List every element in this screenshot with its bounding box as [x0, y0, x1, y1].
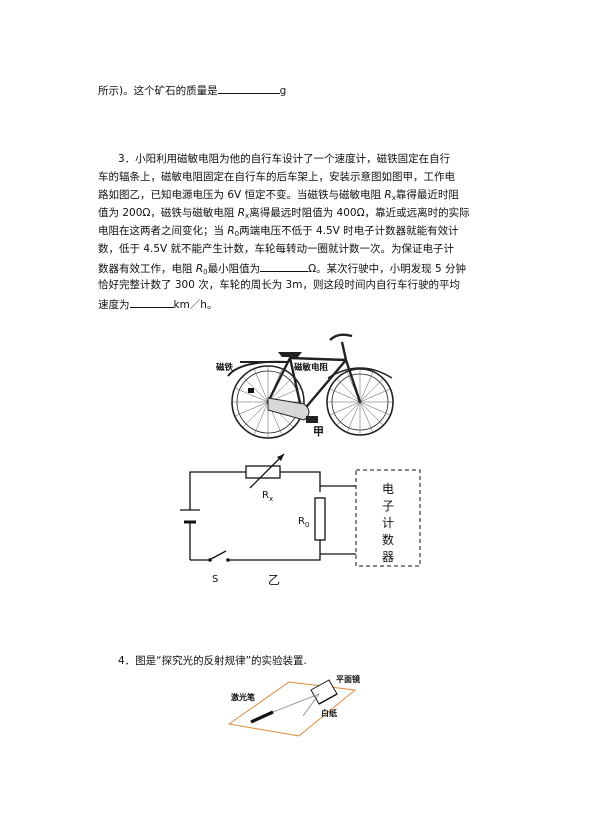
rx-resistor [245, 465, 281, 479]
q3-line-4-tail: 离得最远时阻值为 400Ω，靠近或远离时的实际 [249, 207, 470, 219]
q3-line-6: 数，低于 4.5V 就不能产生计数，车轮每转动一圈就计数一次。为保证电子计 [98, 243, 455, 255]
q3-line-7-tail: Ω。某次行驶中，小明发现 5 分钟 [308, 263, 466, 275]
q3-line-5-tail: 两端电压不低于 4.5V 时电子计数器就能有效计 [239, 225, 459, 237]
label-r0: R [298, 516, 305, 527]
q3-line-1: 3．小阳利用磁敏电阻为他的自行车设计了一个速度计，磁铁固定在自行 [118, 153, 451, 165]
q3-line-7-text: 数器有效工作，电阻 [98, 263, 196, 275]
prev-text: 所示)。这个矿石的质量是 [98, 85, 218, 97]
q3-line-4-text: 值为 200Ω，磁铁与磁敏电阻 [98, 207, 238, 219]
q3-line-7: 数器有效工作，电阻 R0最小阻值为 Ω。某次行驶中，小明发现 5 分钟 [98, 260, 466, 279]
prev-question-tail: 所示)。这个矿石的质量是 g [98, 82, 286, 98]
q3-line-7-mid: 最小阻值为 [207, 263, 261, 275]
q3-line-8: 恰好完整计数了 300 次，车轮的周长为 3m，则这段时间内自行车行驶的平均 [98, 279, 460, 291]
seat [278, 352, 302, 357]
magnet-block [248, 388, 254, 393]
reflected-ray [302, 693, 320, 717]
switch-node [208, 558, 212, 562]
answer-blank-resistance[interactable] [260, 260, 309, 272]
var-r0: R [195, 263, 204, 275]
q3-line-9: 速度为 km／h。 [98, 296, 217, 312]
r0-resistor [314, 497, 326, 541]
reflection-apparatus-figure: 激光笔 平面镜 白纸 [227, 674, 360, 737]
label-magnet: 磁铁 [216, 362, 234, 373]
variable-arrow [277, 454, 284, 461]
var-rx-sub: x [245, 212, 250, 220]
q3-line-4: 值为 200Ω，磁铁与磁敏电阻 Rx离得最远时阻值为 400Ω，靠近或远离时的实… [98, 206, 470, 223]
q3-line-5: 电阻在这两者之间变化；当 R0两端电压不低于 4.5V 时电子计数器就能有效计 [98, 224, 459, 241]
q3-line-3-tail: 靠得最近时阻 [395, 189, 459, 201]
var-r0-sub: 0 [234, 230, 240, 238]
chain-guard [267, 397, 310, 421]
q4-text: 4．图是“探究光的反射规律”的实验装置. [118, 655, 307, 667]
label-magneto-resistor: 磁敏电阻 [294, 362, 329, 373]
switch-blade [210, 550, 227, 560]
answer-blank[interactable] [217, 82, 280, 94]
label-plane-mirror: 平面镜 [336, 674, 360, 684]
q3-line-3-text: 路如图乙，已知电源电压为 6V 恒定不变。当磁铁与磁敏电阻 [98, 189, 385, 201]
var-rx: R [237, 207, 246, 219]
q3-line-9-text: 速度为 [98, 299, 130, 311]
var-rx: R [384, 189, 392, 201]
counter-char: 计 [382, 516, 394, 530]
q3-line-2: 车的辐条上，磁敏电阻固定在自行车的后车架上，安装示意图如图甲，工作电 [98, 171, 455, 183]
var-rx-sub: x [391, 194, 396, 202]
prev-unit: g [279, 85, 287, 97]
q3-line-9-tail: km／h。 [173, 299, 218, 311]
q3-line-3: 路如图乙，已知电源电压为 6V 恒定不变。当磁铁与磁敏电阻 Rx靠得最近时阻 [98, 188, 459, 205]
label-r0-sub: 0 [305, 521, 309, 529]
caption-jia: 甲 [313, 425, 324, 438]
label-laser-pen: 激光笔 [231, 692, 255, 702]
incident-ray [272, 693, 320, 713]
var-r0: R [227, 225, 235, 237]
label-rx: R [262, 490, 269, 501]
label-rx-sub: x [269, 495, 273, 503]
electronic-counter-box [355, 469, 421, 567]
label-white-paper: 白纸 [321, 708, 337, 718]
pedal [306, 416, 318, 423]
wire-right-bottom [228, 544, 321, 561]
counter-char: 电 [382, 482, 394, 496]
circuit-figure: 电 子 计 数 器 R x R 0 S 乙 [180, 453, 421, 587]
label-switch: S [212, 574, 218, 585]
var-r0-sub: 0 [203, 268, 208, 276]
laser-pen [250, 710, 274, 724]
answer-blank-speed[interactable] [129, 296, 174, 308]
bicycle-figure: 磁铁 磁敏电阻 甲 [216, 333, 394, 439]
counter-char: 器 [382, 550, 394, 564]
counter-char: 子 [382, 499, 394, 513]
q3-line-5-text: 电阻在这两者之间变化；当 [98, 225, 228, 237]
caption-yi: 乙 [268, 573, 280, 587]
counter-char: 数 [382, 532, 394, 547]
